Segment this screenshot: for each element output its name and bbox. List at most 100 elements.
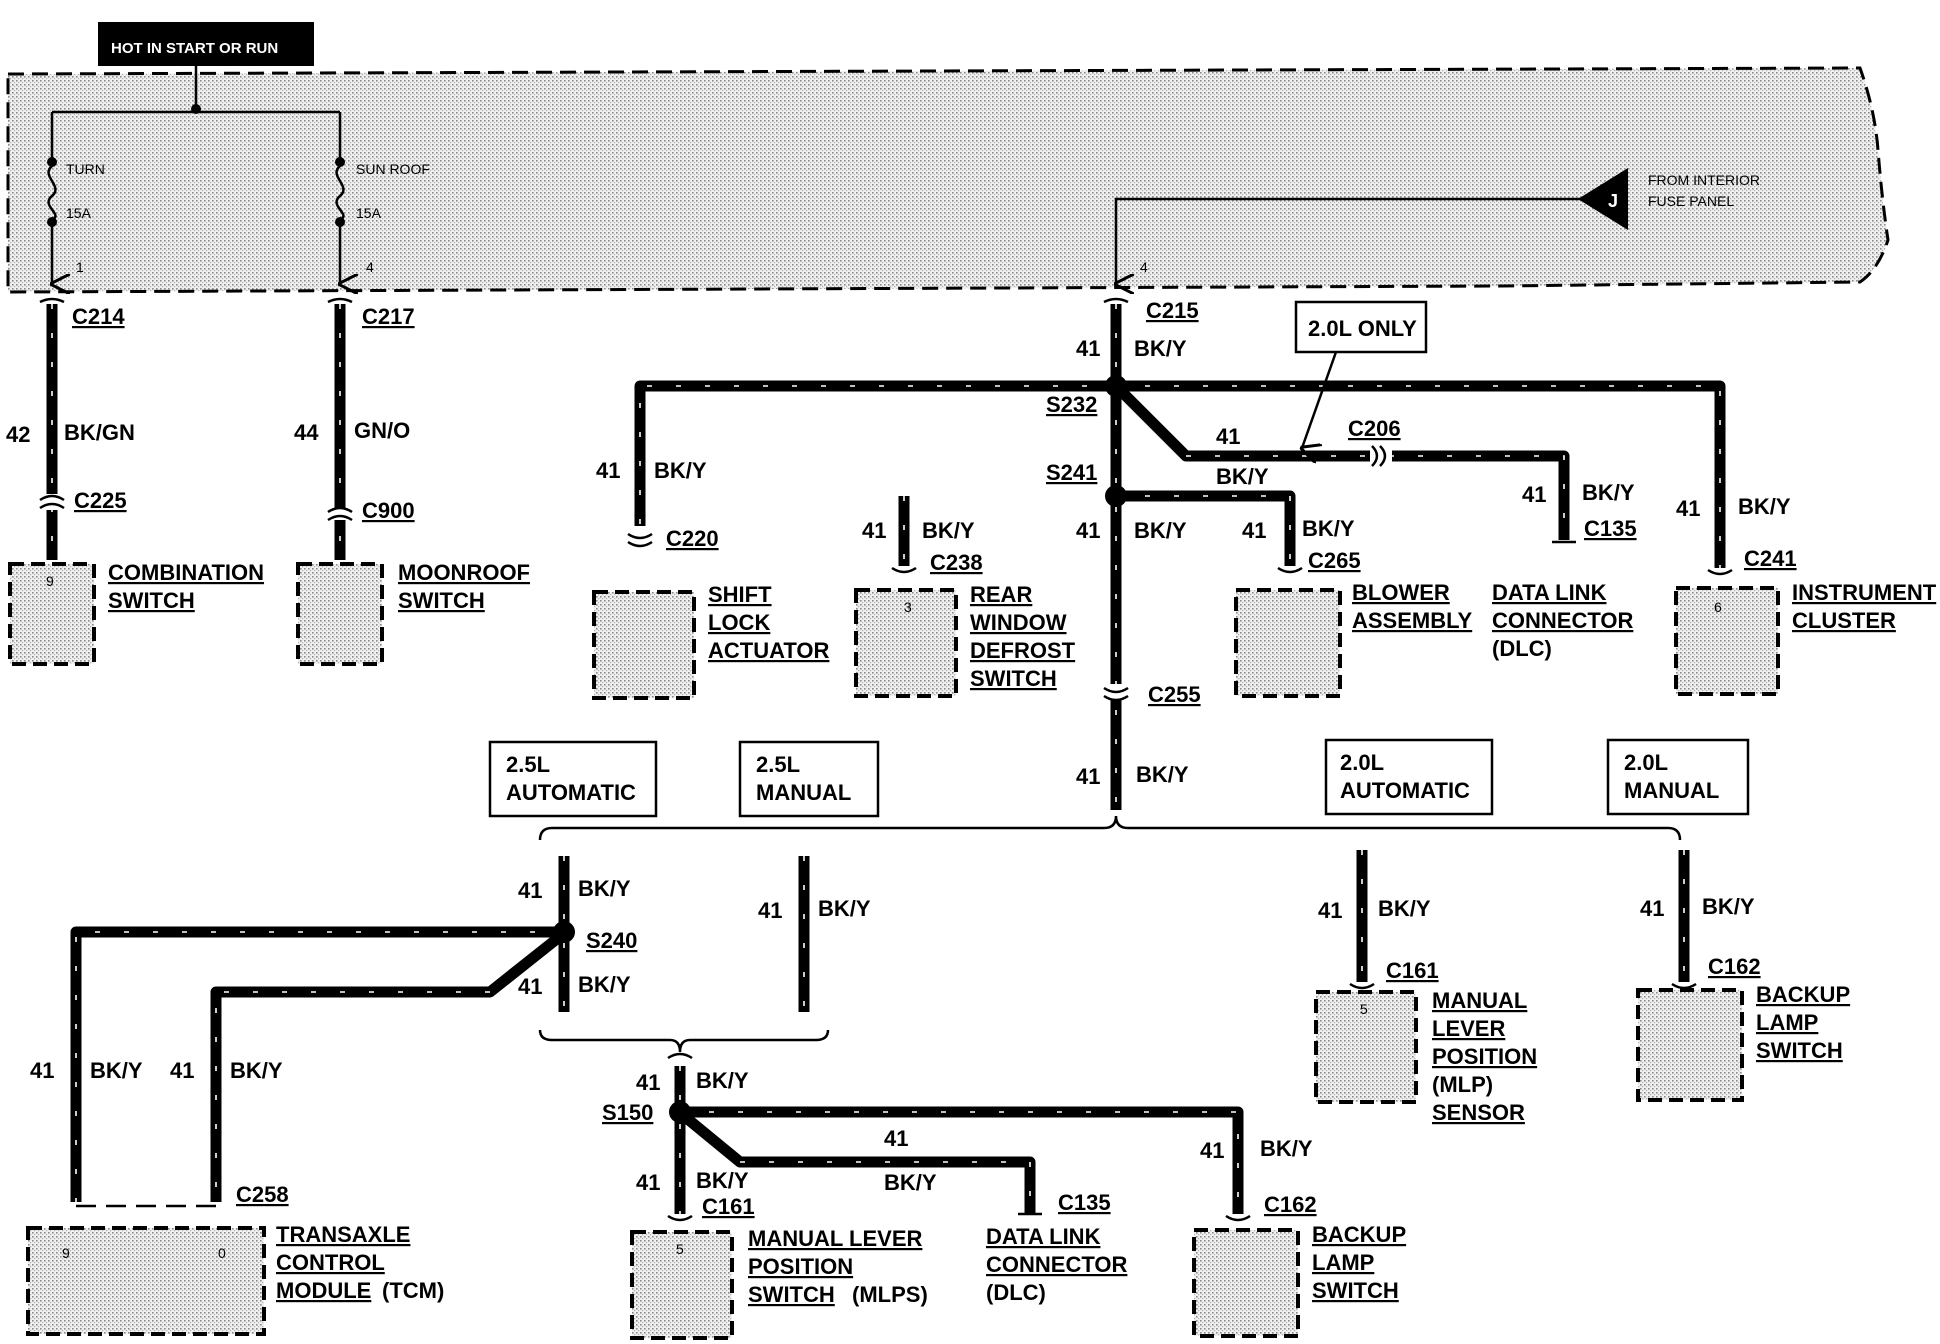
conn-c217: C217 [362, 304, 415, 329]
option-2-0-auto-l2: AUTOMATIC [1340, 778, 1470, 803]
backup-bottom-l3: SWITCH [1312, 1278, 1399, 1303]
mlp-sensor-l4: (MLP) [1432, 1072, 1493, 1097]
blower-l1: BLOWER [1352, 580, 1450, 605]
dlc-bottom-l3: (DLC) [986, 1280, 1046, 1305]
wires [46, 304, 1726, 1214]
wire-labels: 42 BK/GN 44 GN/O 41 BK/Y 41 BK/Y 41 BK/Y… [6, 336, 1791, 1195]
mlp-sensor-box [1314, 990, 1418, 1104]
wire-color-c215: BK/Y [1134, 336, 1187, 361]
conn-c225: C225 [74, 488, 127, 513]
conn-c161-bottom: C161 [702, 1194, 755, 1219]
conn-c258: C258 [236, 1182, 289, 1207]
option-boxes: 2.0L ONLY 2.5L AUTOMATIC 2.5L MANUAL 2.0… [488, 300, 1750, 818]
interior-fuse-letter: J [1608, 191, 1618, 211]
fuse-turn-name: TURN [66, 161, 105, 177]
option-2-5-man-l2: MANUAL [756, 780, 851, 805]
wire-num-25man: 41 [758, 898, 782, 923]
wire-num-mid: 41 [1076, 518, 1100, 543]
mlps-l3: SWITCH [748, 1282, 835, 1307]
wire-color-s240-bot: BK/Y [578, 972, 631, 997]
wire-num-s240-bot: 41 [518, 974, 542, 999]
cluster-l2: CLUSTER [1792, 608, 1896, 633]
shift-lock-l3: ACTUATOR [708, 638, 830, 663]
blower-l2: ASSEMBLY [1352, 608, 1473, 633]
wire-num-c162: 41 [1640, 896, 1664, 921]
rear-defrost-box [854, 588, 958, 698]
wire-color-s150-top: BK/Y [696, 1068, 749, 1093]
combination-switch-l2: SWITCH [108, 588, 195, 613]
wire-color-dlc-bottom: BK/Y [884, 1170, 937, 1195]
backup-top-box [1636, 988, 1744, 1102]
dlc-top-l1: DATA LINK [1492, 580, 1607, 605]
moonroof-switch-l2: SWITCH [398, 588, 485, 613]
conn-c215: C215 [1146, 298, 1199, 323]
cluster-box [1674, 586, 1780, 696]
wire-num-c135: 41 [1522, 482, 1546, 507]
wire-num-dlc-bottom: 41 [884, 1126, 908, 1151]
option-2-0-auto-l1: 2.0L [1340, 750, 1384, 775]
wire-color-c255: BK/Y [1136, 762, 1189, 787]
fuse-sunroof-rating: 15A [356, 205, 382, 221]
option-2-5-man-l1: 2.5L [756, 752, 800, 777]
wire-num-42: 42 [6, 422, 30, 447]
fuse-sunroof-pin: 4 [366, 259, 374, 275]
conn-c255: C255 [1148, 682, 1201, 707]
rear-defrost-l4: SWITCH [970, 666, 1057, 691]
rear-defrost-l2: WINDOW [970, 610, 1067, 635]
splice-s241-dot [1105, 485, 1127, 507]
mlps-l2: POSITION [748, 1254, 853, 1279]
option-2-0-man-l2: MANUAL [1624, 778, 1719, 803]
wire-num-c215: 41 [1076, 336, 1100, 361]
wire-num-tcm-right: 41 [170, 1058, 194, 1083]
wire-num-c265: 41 [1242, 518, 1266, 543]
connector-symbols [39, 297, 1733, 1222]
mlps-l4: (MLPS) [852, 1282, 928, 1307]
wire-num-c206: 41 [1216, 424, 1240, 449]
fuse-turn: TURN 15A 1 [47, 157, 105, 284]
mlp-sensor-l3: POSITION [1432, 1044, 1537, 1069]
wire-num-c220: 41 [596, 458, 620, 483]
wire-color-gno: GN/O [354, 418, 410, 443]
wire-color-c220: BK/Y [654, 458, 707, 483]
tcm-pin-9: 9 [62, 1245, 70, 1261]
combination-pin: 9 [46, 573, 54, 589]
power-label-box [98, 22, 314, 66]
combination-switch-box [8, 562, 96, 666]
wire-color-s240-top: BK/Y [578, 876, 631, 901]
option-2-0-man-l1: 2.0L [1624, 750, 1668, 775]
wire-num-backup-bottom: 41 [1200, 1138, 1224, 1163]
conn-c135: C135 [1584, 516, 1637, 541]
mlp-sensor-pin: 5 [1360, 1001, 1368, 1017]
splice-s232: S232 [1046, 392, 1097, 417]
dlc-bottom-l1: DATA LINK [986, 1224, 1101, 1249]
conn-c220: C220 [666, 526, 719, 551]
dlc-bottom-l2: CONNECTOR [986, 1252, 1127, 1277]
tcm-box [26, 1226, 266, 1336]
wire-color-tcm-left: BK/Y [90, 1058, 143, 1083]
wire-color-mid: BK/Y [1134, 518, 1187, 543]
conn-c161: C161 [1386, 958, 1439, 983]
rear-defrost-l1: REAR [970, 582, 1032, 607]
wire-color-25man: BK/Y [818, 896, 871, 921]
components: 9 3 6 5 9 0 5 [8, 562, 1780, 1340]
mlp-sensor-l1: MANUAL [1432, 988, 1527, 1013]
backup-top-l2: LAMP [1756, 1010, 1818, 1035]
conn-c238: C238 [930, 550, 983, 575]
splice-s240: S240 [586, 928, 637, 953]
moonroof-switch-box [296, 562, 384, 666]
dlc-top-l3: (DLC) [1492, 636, 1552, 661]
interior-fuse-line2: FUSE PANEL [1648, 193, 1734, 209]
tcm-l4: (TCM) [382, 1278, 444, 1303]
mlps-l1: MANUAL LEVER [748, 1226, 922, 1251]
connector-labels: C214 C217 C215 C225 C900 C220 C238 C265 … [72, 298, 1797, 1219]
splice-s241: S241 [1046, 460, 1097, 485]
wire-color-backup-bottom: BK/Y [1260, 1136, 1313, 1161]
backup-bottom-l2: LAMP [1312, 1250, 1374, 1275]
power-label: HOT IN START OR RUN [111, 40, 278, 57]
interior-fuse-pin: 4 [1140, 259, 1148, 275]
splice-labels: S232 S241 S240 S150 [586, 392, 1097, 1125]
backup-top-l3: SWITCH [1756, 1038, 1843, 1063]
wire-color-c241: BK/Y [1738, 494, 1791, 519]
wire-color-c162: BK/Y [1702, 894, 1755, 919]
mlps-pin: 5 [676, 1241, 684, 1257]
